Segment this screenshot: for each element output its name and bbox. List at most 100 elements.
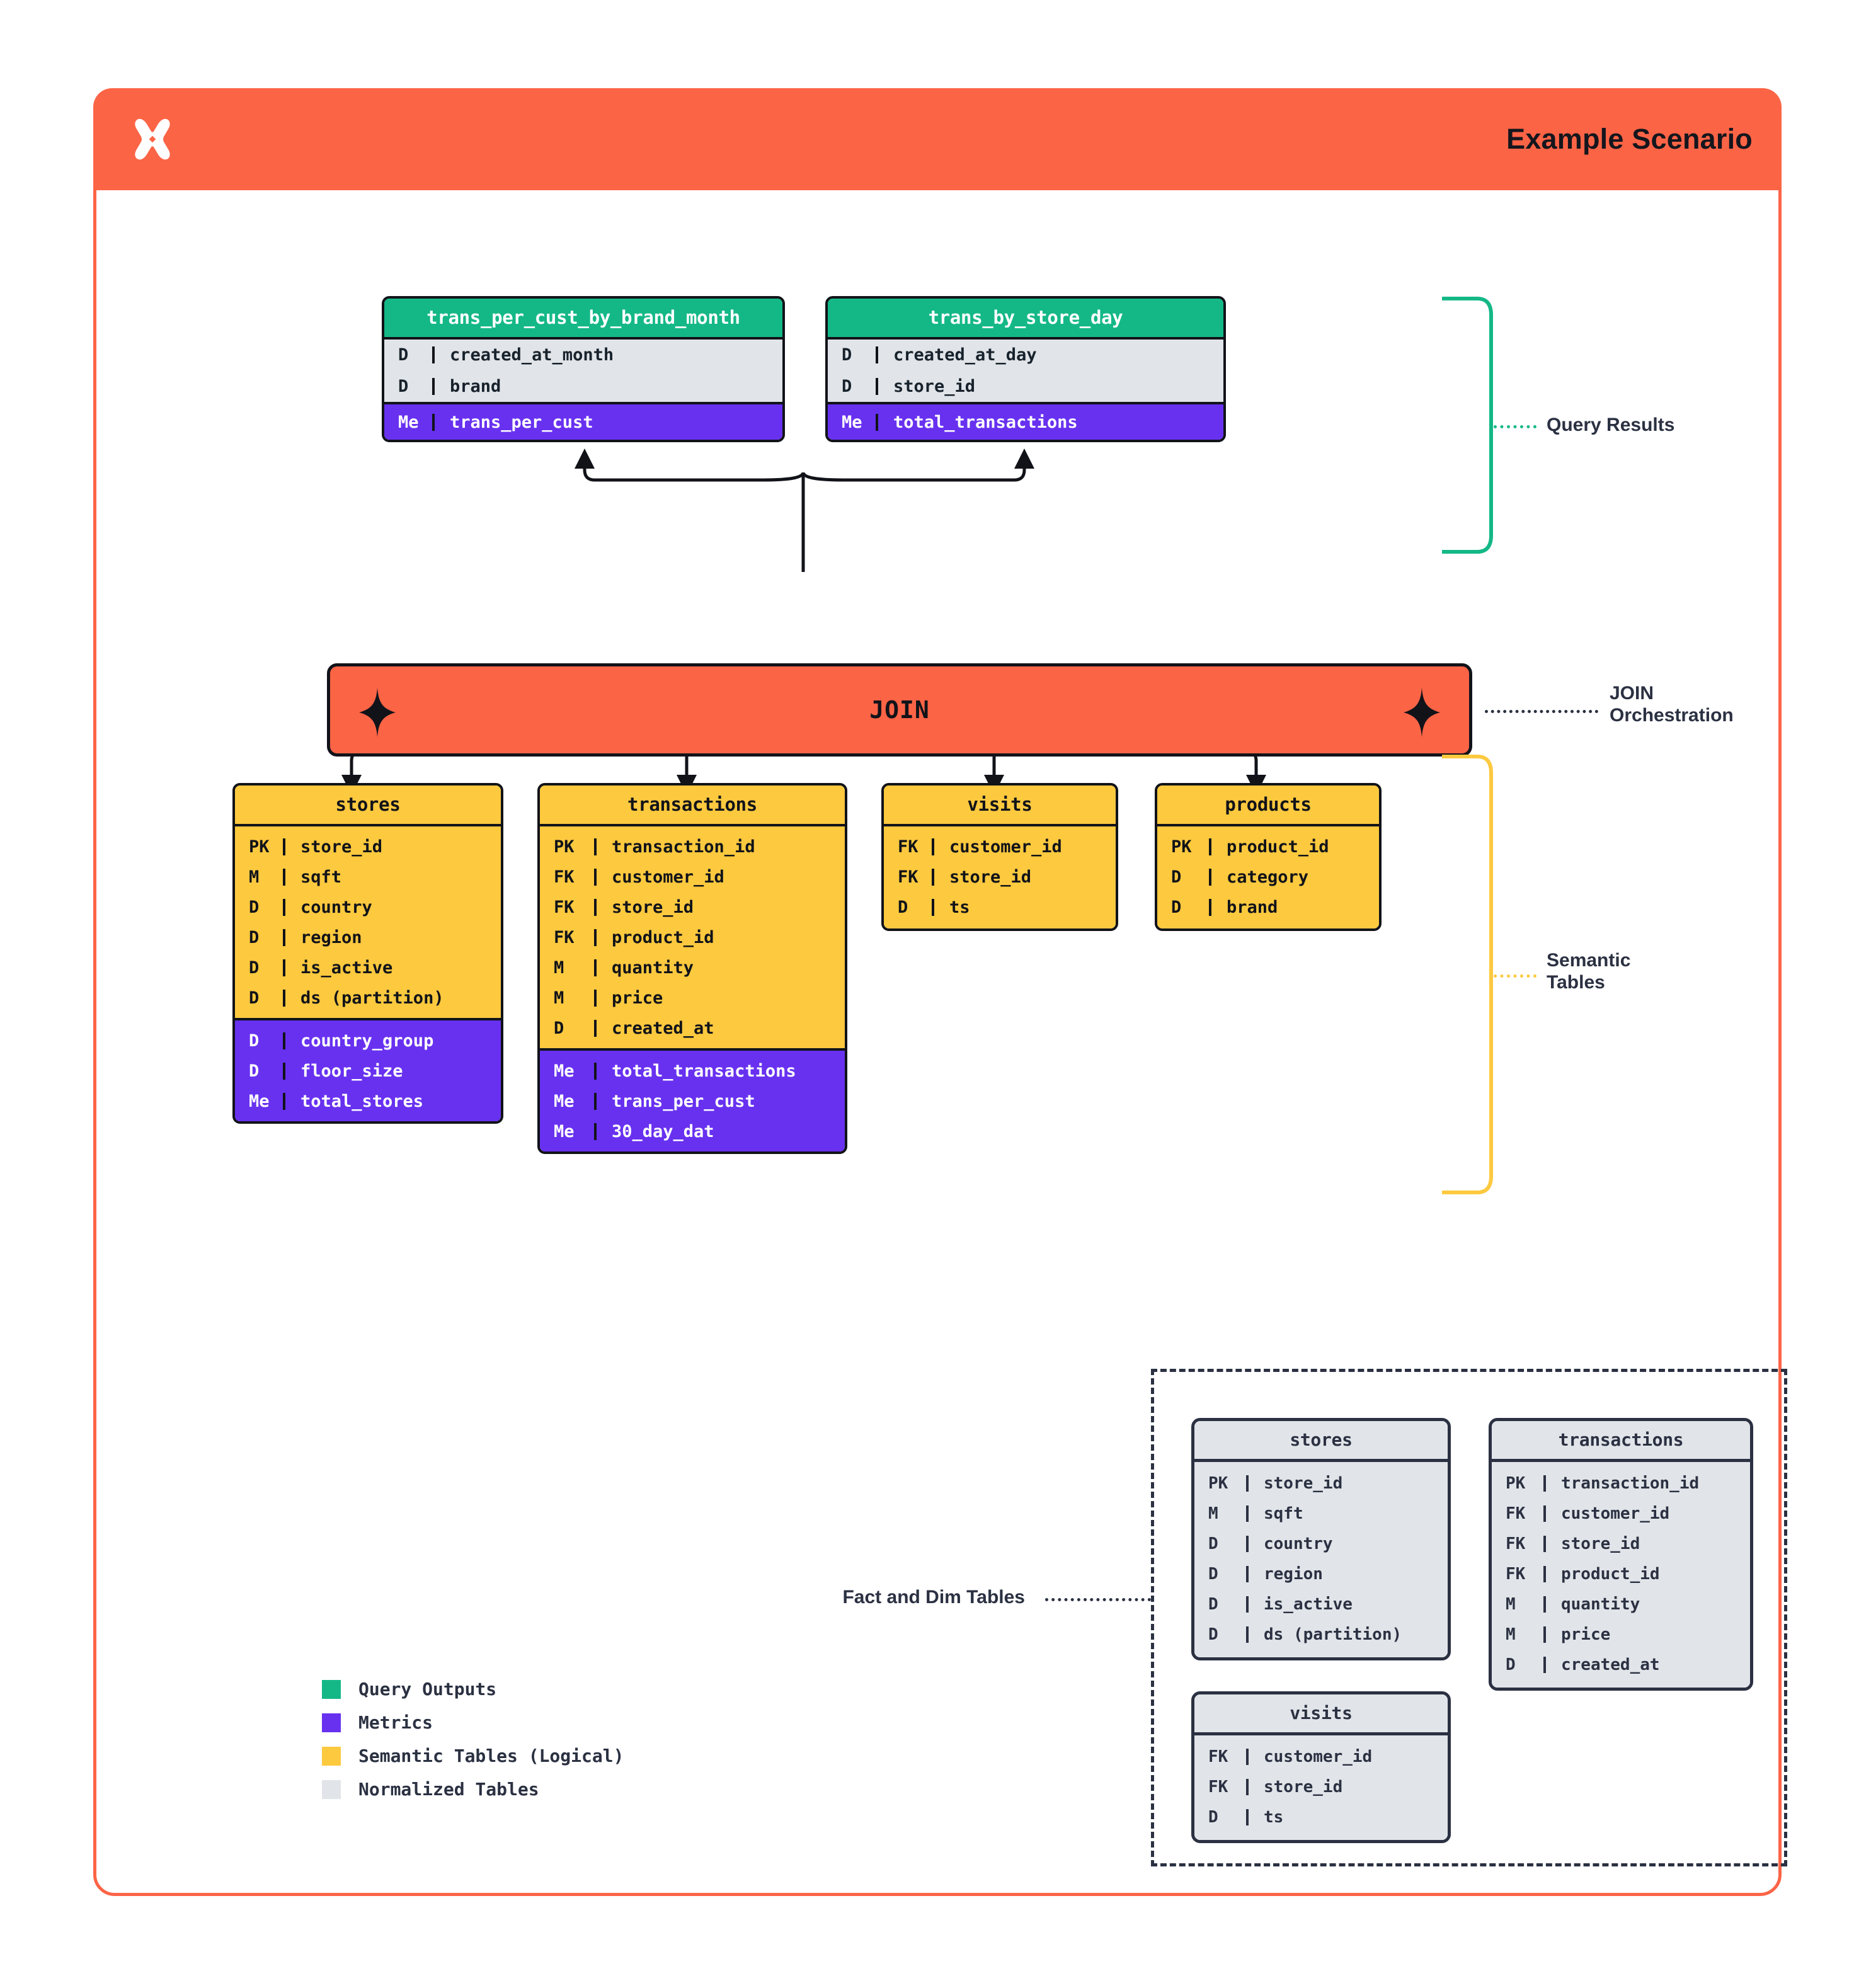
legend-swatch-query-outputs — [322, 1679, 341, 1699]
row-field: sqft — [283, 868, 501, 886]
row-field: store_id — [594, 898, 845, 916]
legend-item: Query Outputs — [322, 1679, 624, 1700]
row-key: D — [249, 1031, 260, 1051]
row-key: M — [554, 957, 564, 978]
table-title: transactions — [1492, 1421, 1750, 1459]
row-key: FK — [554, 927, 575, 947]
row-key: D — [249, 957, 260, 978]
join-orchestration-bar[interactable]: JOIN — [327, 663, 1472, 757]
row-field: region — [1246, 1566, 1448, 1582]
fact-and-dim-group — [1151, 1369, 1787, 1866]
query-results-annotation: Query Results — [1547, 414, 1675, 435]
row-field: 30_day_dat — [594, 1123, 845, 1140]
row-key: Me — [249, 1091, 270, 1111]
row-key: PK — [249, 837, 270, 857]
semantic-tables-leader — [1494, 974, 1536, 978]
row-field: store_id — [876, 377, 1223, 395]
row-field: created_at — [1543, 1657, 1750, 1673]
table-row: FK customer_id — [540, 862, 845, 892]
row-field: quantity — [1543, 1596, 1750, 1613]
row-field: sqft — [1246, 1505, 1448, 1522]
row-field: total_transactions — [876, 413, 1223, 431]
example-scenario-card: Example Scenario — [93, 88, 1787, 1896]
row-field: ts — [932, 898, 1116, 916]
row-field: created_at_month — [432, 346, 782, 363]
row-key: FK — [898, 837, 918, 857]
row-key: FK — [1506, 1565, 1526, 1584]
row-field: brand — [1209, 898, 1379, 916]
row-key: D — [249, 1061, 260, 1081]
row-key: D — [842, 376, 852, 396]
row-field: product_id — [594, 928, 845, 946]
row-key: D — [398, 376, 409, 396]
sparkle-icon — [359, 688, 396, 737]
row-key: Me — [554, 1091, 575, 1111]
row-key: PK — [1506, 1474, 1526, 1493]
row-field: total_transactions — [594, 1062, 845, 1080]
row-key: FK — [1506, 1504, 1526, 1523]
query-result-table-trans-by-store-day[interactable]: trans_by_store_day D created_at_day D st… — [825, 296, 1226, 442]
row-key: D — [1208, 1595, 1218, 1614]
row-field: customer_id — [594, 868, 845, 886]
row-field: created_at — [594, 1019, 845, 1037]
row-field: price — [594, 989, 845, 1007]
legend-label: Semantic Tables (Logical) — [358, 1745, 624, 1766]
row-key: Me — [554, 1061, 575, 1081]
row-key: D — [554, 1018, 564, 1038]
row-field: country_group — [283, 1032, 501, 1049]
table-row: Me total_transactions — [828, 404, 1223, 440]
row-field: created_at_day — [876, 346, 1223, 363]
semantic-annotation-line2: Tables — [1547, 972, 1605, 993]
table-row: D created_at_month — [384, 340, 782, 370]
table-row: FK customer_id — [1492, 1499, 1750, 1529]
row-field: customer_id — [1543, 1505, 1750, 1522]
semantic-tables-bracket — [1442, 755, 1493, 1194]
join-annotation-line2: Orchestration — [1610, 705, 1734, 726]
legend-swatch-metrics — [322, 1713, 341, 1732]
row-key: FK — [1208, 1778, 1228, 1797]
semantic-annotation-line1: Semantic — [1547, 950, 1631, 971]
query-result-table-trans-per-cust-by-brand-month[interactable]: trans_per_cust_by_brand_month D created_… — [382, 296, 785, 442]
row-key: D — [1208, 1565, 1218, 1584]
row-field: is_active — [283, 959, 501, 976]
legend-item: Normalized Tables — [322, 1779, 624, 1800]
row-key: D — [842, 345, 852, 365]
row-field: brand — [432, 377, 782, 395]
row-key: D — [1208, 1625, 1218, 1644]
row-field: store_id — [932, 868, 1116, 886]
table-row: Me total_transactions — [540, 1056, 845, 1086]
row-key: FK — [554, 867, 575, 887]
row-key: PK — [1208, 1474, 1228, 1493]
row-key: FK — [1506, 1534, 1526, 1553]
